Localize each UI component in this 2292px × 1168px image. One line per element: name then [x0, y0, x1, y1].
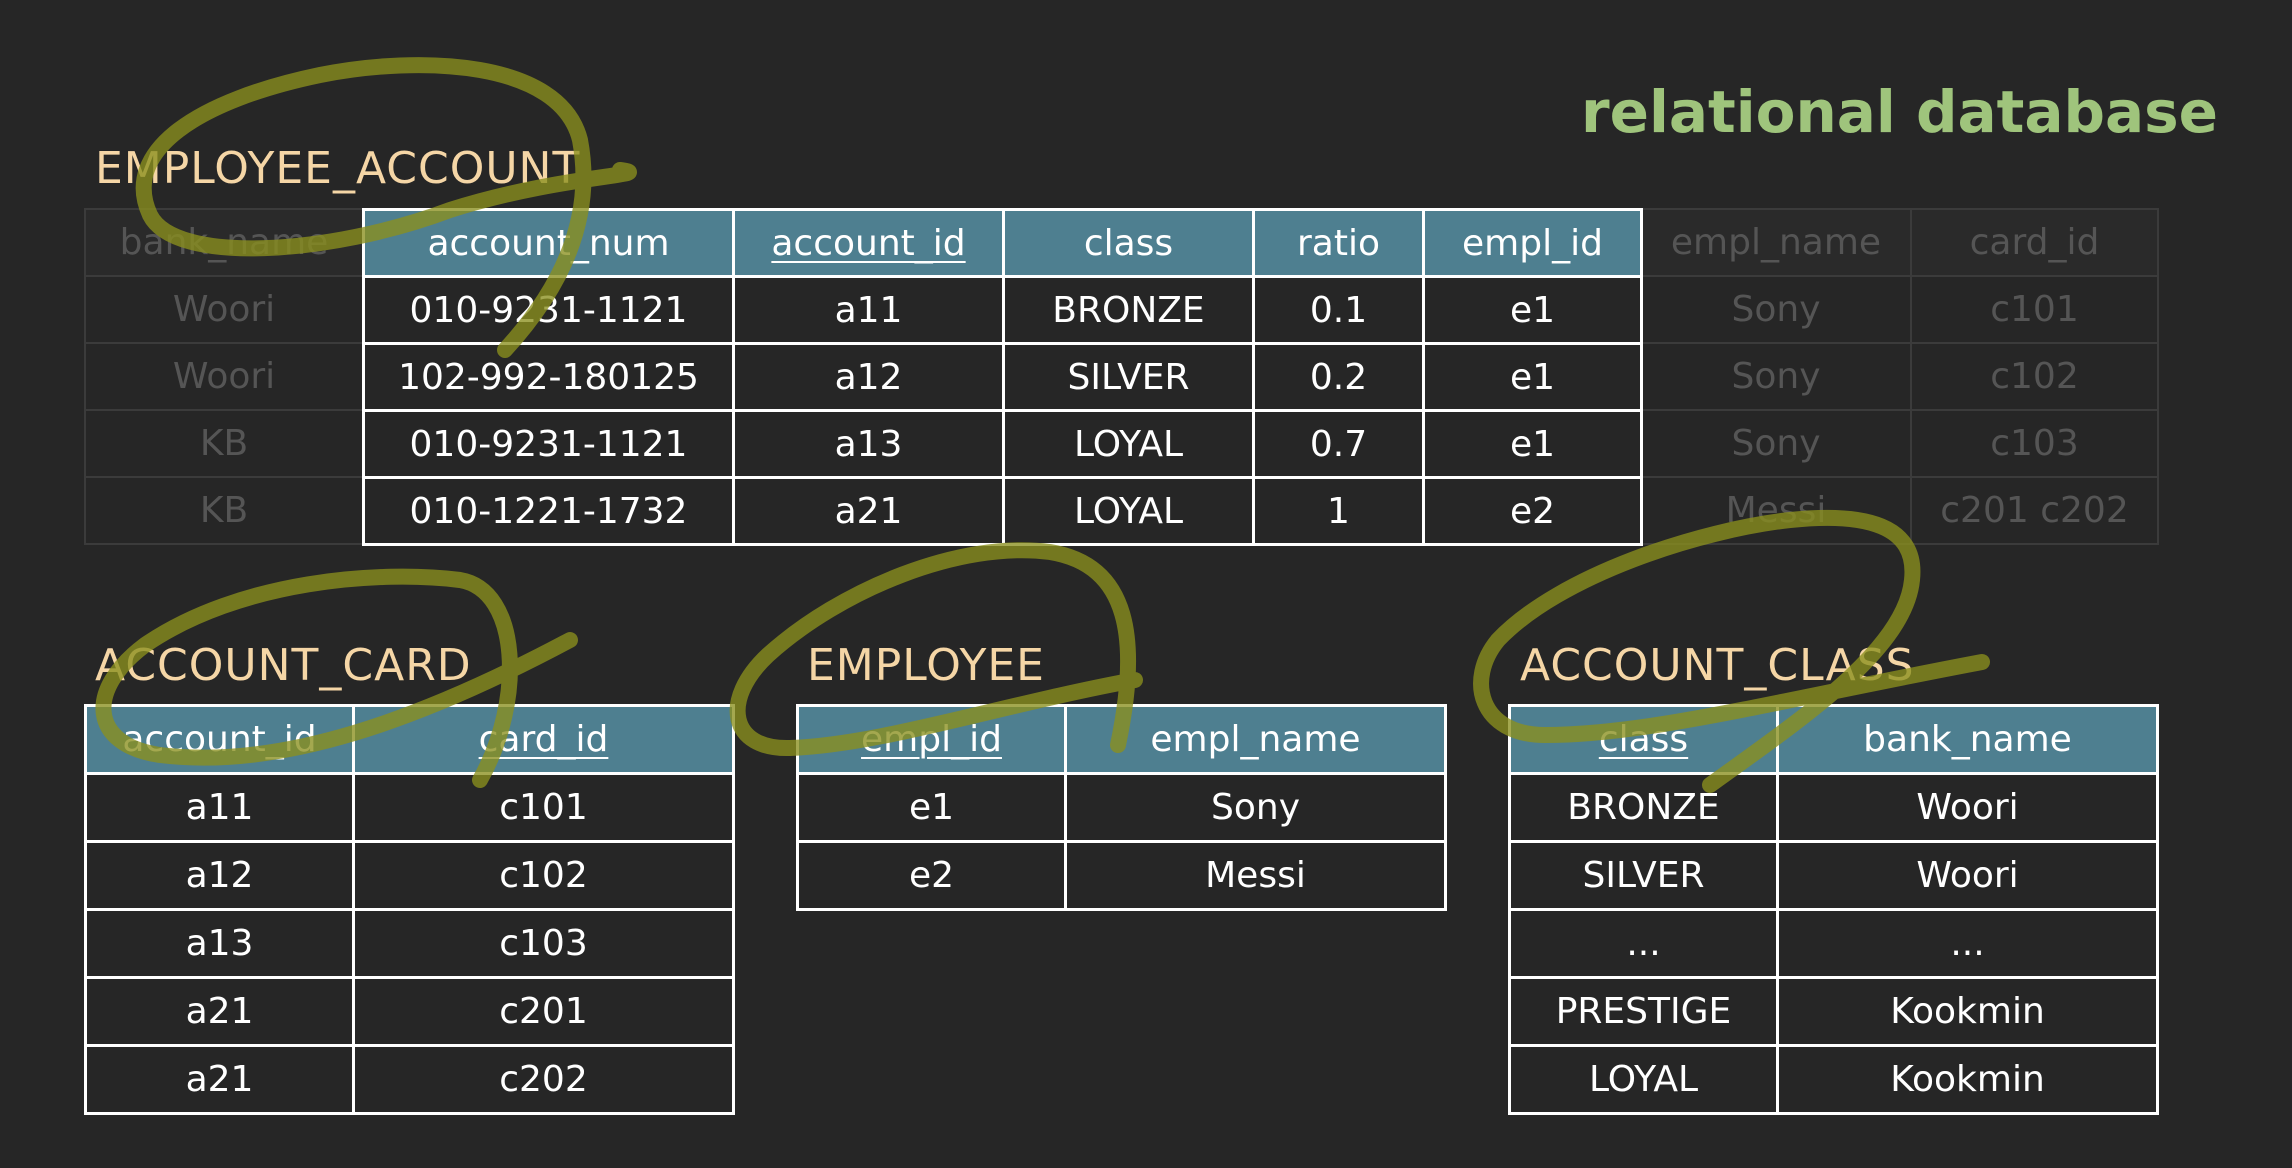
table-header-cell-key: account_id	[732, 208, 1005, 278]
table-header-cell: empl_id	[1422, 208, 1643, 278]
table-cell: 102-992-180125	[362, 342, 735, 412]
account-class-name: ACCOUNT_CLASS	[1520, 640, 1915, 691]
table-cell: ...	[1508, 908, 1779, 979]
table-header-cell: card_id	[1910, 208, 2159, 277]
table-cell: c201 c202	[1910, 476, 2159, 545]
table-cell: a12	[84, 840, 355, 911]
ghost-empl-card-columns: empl_name card_id Sony c101 Sony c102 So…	[1640, 208, 2159, 545]
table-header-cell: bank_name	[1776, 704, 2159, 775]
table-cell: a21	[732, 476, 1005, 546]
table-cell: e1	[1422, 342, 1643, 412]
table-cell: Woori	[84, 342, 364, 411]
table-cell: Woori	[1776, 772, 2159, 843]
employee-name: EMPLOYEE	[807, 640, 1045, 691]
table-cell: 0.1	[1252, 275, 1425, 345]
table-cell: a11	[732, 275, 1005, 345]
table-header-cell: empl_name	[1064, 704, 1447, 775]
table-row: 010-1221-1732 a21 LOYAL 1 e2	[362, 476, 1643, 546]
table-cell: Woori	[1776, 840, 2159, 911]
table-cell: Kookmin	[1776, 1044, 2159, 1115]
table-cell: BRONZE	[1002, 275, 1255, 345]
table-cell: 0.2	[1252, 342, 1425, 412]
table-cell: a13	[84, 908, 355, 979]
table-cell: Kookmin	[1776, 976, 2159, 1047]
table-cell: a13	[732, 409, 1005, 479]
table-cell: c102	[352, 840, 735, 911]
table-cell: 010-9231-1121	[362, 409, 735, 479]
table-header-cell-key: card_id	[352, 704, 735, 775]
table-cell: a21	[84, 1044, 355, 1115]
employee-account-table: account_num account_id class ratio empl_…	[362, 208, 1643, 546]
table-row: 102-992-180125 a12 SILVER 0.2 e1	[362, 342, 1643, 412]
table-cell: Messi	[1640, 476, 1912, 545]
table-cell: c101	[352, 772, 735, 843]
table-header-cell: class	[1002, 208, 1255, 278]
table-cell: BRONZE	[1508, 772, 1779, 843]
table-cell: c202	[352, 1044, 735, 1115]
table-cell: ...	[1776, 908, 2159, 979]
table-header-cell-key: class	[1508, 704, 1779, 775]
table-cell: c201	[352, 976, 735, 1047]
table-cell: LOYAL	[1002, 409, 1255, 479]
table-row: e2 Messi	[796, 840, 1447, 911]
table-cell: 010-1221-1732	[362, 476, 735, 546]
table-cell: e1	[796, 772, 1067, 843]
employee-table: empl_id empl_name e1 Sony e2 Messi	[796, 704, 1447, 911]
table-header-cell-key: empl_id	[796, 704, 1067, 775]
table-row: a21 c201	[84, 976, 735, 1047]
table-cell: c103	[352, 908, 735, 979]
table-cell: SILVER	[1002, 342, 1255, 412]
table-cell: SILVER	[1508, 840, 1779, 911]
table-cell: e2	[796, 840, 1067, 911]
table-cell: c103	[1910, 409, 2159, 478]
table-cell: PRESTIGE	[1508, 976, 1779, 1047]
table-cell: KB	[84, 409, 364, 478]
table-cell: 0.7	[1252, 409, 1425, 479]
table-cell: c101	[1910, 275, 2159, 344]
table-header-cell: account_num	[362, 208, 735, 278]
table-header-cell: account_id	[84, 704, 355, 775]
table-cell: e1	[1422, 409, 1643, 479]
table-row: 010-9231-1121 a13 LOYAL 0.7 e1	[362, 409, 1643, 479]
table-cell: a11	[84, 772, 355, 843]
table-cell: e1	[1422, 275, 1643, 345]
table-cell: Sony	[1640, 342, 1912, 411]
table-cell: c102	[1910, 342, 2159, 411]
table-row: SILVER Woori	[1508, 840, 2159, 911]
table-row: 010-9231-1121 a11 BRONZE 0.1 e1	[362, 275, 1643, 345]
table-cell: a21	[84, 976, 355, 1047]
table-row: PRESTIGE Kookmin	[1508, 976, 2159, 1047]
table-header-cell: bank_name	[84, 208, 364, 277]
table-cell: Woori	[84, 275, 364, 344]
table-row: a11 c101	[84, 772, 735, 843]
employee-account-name: EMPLOYEE_ACCOUNT	[95, 143, 581, 194]
table-cell: LOYAL	[1508, 1044, 1779, 1115]
table-header-cell: empl_name	[1640, 208, 1912, 277]
page-title: relational database	[1581, 78, 2218, 146]
table-cell: a12	[732, 342, 1005, 412]
ghost-bank-name-column: bank_name Woori Woori KB KB	[84, 208, 364, 545]
table-header-cell: ratio	[1252, 208, 1425, 278]
table-cell: Sony	[1640, 275, 1912, 344]
table-row: e1 Sony	[796, 772, 1447, 843]
account-class-table: class bank_name BRONZE Woori SILVER Woor…	[1508, 704, 2159, 1115]
table-row: a13 c103	[84, 908, 735, 979]
table-row: a12 c102	[84, 840, 735, 911]
table-cell: e2	[1422, 476, 1643, 546]
table-cell: Sony	[1640, 409, 1912, 478]
table-row: ... ...	[1508, 908, 2159, 979]
table-cell: Messi	[1064, 840, 1447, 911]
account-card-name: ACCOUNT_CARD	[95, 640, 472, 691]
table-row: LOYAL Kookmin	[1508, 1044, 2159, 1115]
table-cell: LOYAL	[1002, 476, 1255, 546]
table-row: BRONZE Woori	[1508, 772, 2159, 843]
table-cell: 1	[1252, 476, 1425, 546]
account-card-table: account_id card_id a11 c101 a12 c102 a13…	[84, 704, 735, 1115]
table-cell: 010-9231-1121	[362, 275, 735, 345]
table-cell: KB	[84, 476, 364, 545]
table-cell: Sony	[1064, 772, 1447, 843]
table-row: a21 c202	[84, 1044, 735, 1115]
